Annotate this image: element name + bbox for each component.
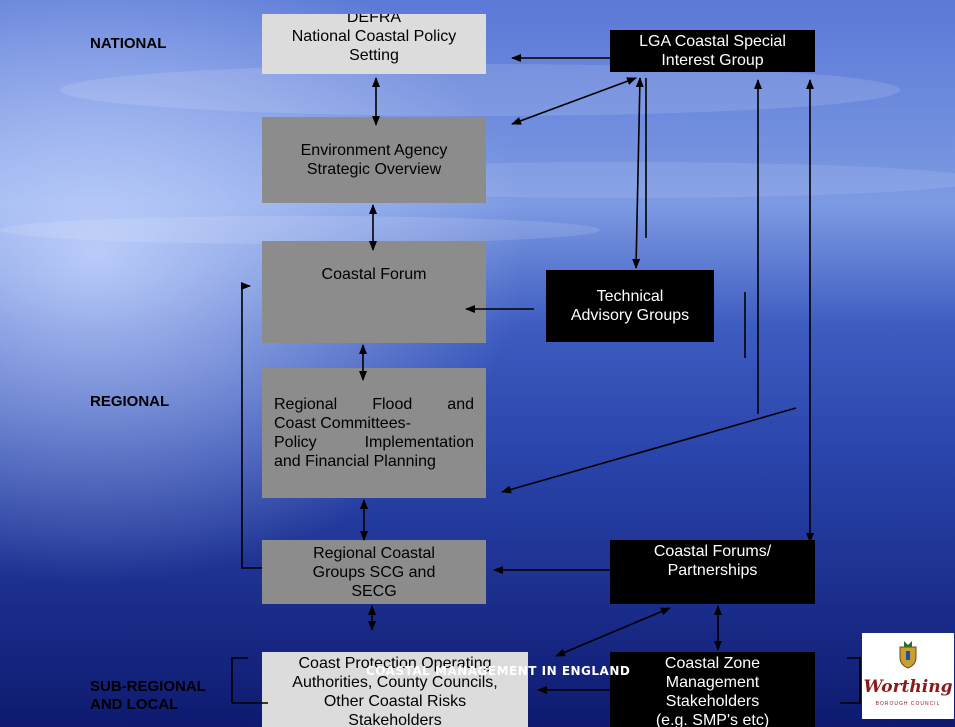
forum-line-1: Coastal Forum — [321, 266, 427, 283]
defra-line-3: Setting — [349, 47, 399, 64]
footer-title: COASTAL MANAGEMENT IN ENGLAND — [366, 664, 631, 678]
rfcc-line-4: and Financial Planning — [274, 453, 436, 470]
ea-line-1: Environment Agency — [300, 142, 448, 159]
czm-line-2: Management — [665, 674, 760, 691]
worthing-logo: Worthing BOROUGH COUNCIL — [862, 633, 954, 719]
lga-line-1: LGA Coastal Special — [639, 33, 786, 50]
rfcc-box: Regional Flood and Coast Committees- Pol… — [262, 368, 486, 498]
coastal-forum-box: Coastal Forum — [262, 241, 486, 343]
crest-icon — [899, 641, 917, 669]
rcg-line-1: Regional Coastal — [313, 544, 435, 562]
rcg-line-3: SECG — [351, 582, 397, 600]
cpoa-line-4: Stakeholders — [348, 712, 442, 727]
coastal-zone-management-box: Coastal Zone Management Stakeholders (e.… — [610, 652, 815, 727]
level-national: NATIONAL — [90, 35, 167, 52]
czm-line-4: (e.g. SMP's etc) — [655, 712, 770, 727]
defra-line-2: National Coastal Policy — [291, 28, 457, 45]
rfcc-line-1: Regional Flood and — [274, 396, 474, 413]
lga-box: LGA Coastal Special Interest Group — [610, 30, 815, 72]
coastal-forums-partnerships-box: Coastal Forums/ Partnerships — [610, 540, 815, 604]
level-regional: REGIONAL — [90, 393, 170, 410]
technical-advisory-box: Technical Advisory Groups — [546, 270, 714, 342]
cfp-line-2: Partnerships — [667, 562, 758, 579]
tag-line-1: Technical — [596, 288, 664, 305]
cpoa-line-2: Authorities, County Councils, — [292, 674, 498, 691]
level-subregional: SUB-REGIONAL — [90, 678, 206, 695]
czm-line-1: Coastal Zone — [664, 655, 761, 672]
regional-coastal-groups-box: Regional Coastal Groups SCG and SECG — [262, 540, 486, 604]
environment-agency-box: Environment Agency Strategic Overview — [262, 117, 486, 203]
tag-line-2: Advisory Groups — [570, 307, 690, 324]
level-local: AND LOCAL — [90, 696, 179, 713]
cfp-line-1: Coastal Forums/ — [653, 543, 772, 560]
logo-subtitle: BOROUGH COUNCIL — [875, 701, 941, 707]
rcg-line-2: Groups SCG and — [312, 563, 436, 581]
defra-line-1: DEFRA — [346, 14, 402, 26]
cpoa-line-3: Other Coastal Risks — [323, 693, 467, 710]
logo-word: Worthing — [863, 677, 953, 697]
rfcc-line-3: Policy Implementation — [274, 434, 474, 451]
cpoa-line-1: Coast Protection Operating — [298, 655, 492, 672]
coast-protection-authorities-box: Coast Protection Operating Authorities, … — [262, 652, 528, 727]
lga-line-2: Interest Group — [661, 52, 764, 69]
rfcc-line-2: Coast Committees- — [274, 415, 411, 432]
ea-line-2: Strategic Overview — [306, 161, 442, 178]
defra-box: DEFRA National Coastal Policy Setting — [262, 14, 486, 74]
czm-line-3: Stakeholders — [665, 693, 760, 710]
